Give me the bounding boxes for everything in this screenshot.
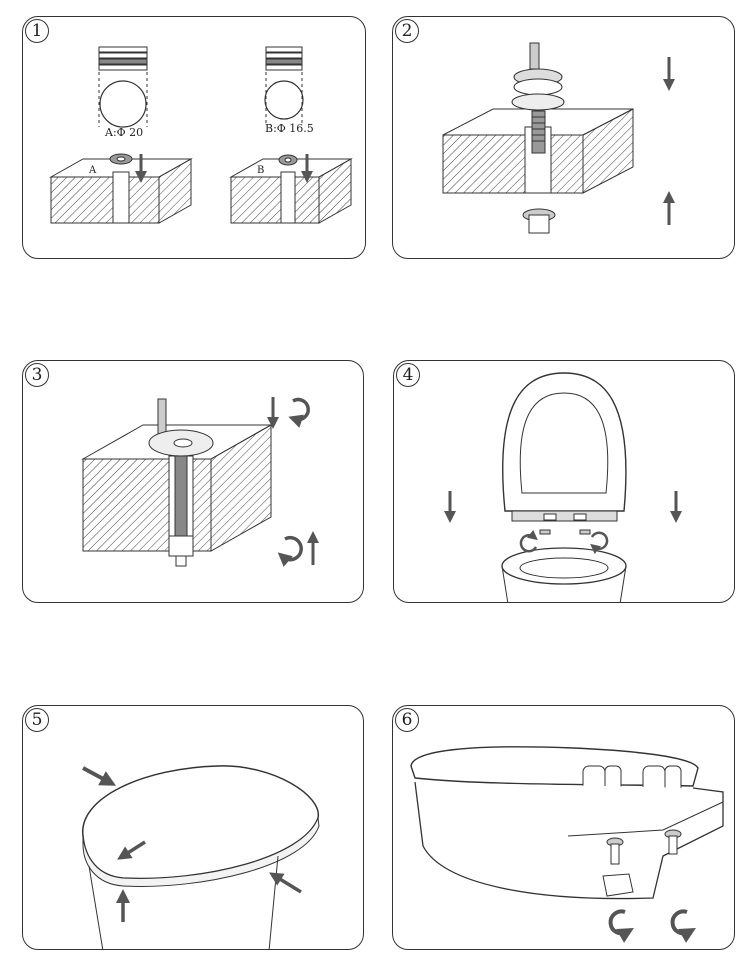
step-5-panel: 5 bbox=[22, 705, 364, 950]
hinge-bolt-icon bbox=[511, 42, 565, 154]
arrow-up-icon bbox=[269, 872, 302, 894]
toilet-bowl-icon bbox=[414, 781, 724, 900]
rotate-counterclockwise-icon bbox=[519, 529, 538, 553]
step-number: 1 bbox=[25, 19, 49, 43]
hinge-bolt-icon bbox=[148, 398, 214, 567]
step-number: 4 bbox=[396, 363, 420, 387]
option-b-label: B:Φ 16.5 bbox=[265, 122, 314, 135]
rotate-clockwise-icon bbox=[288, 397, 310, 428]
step-2-illustration bbox=[442, 42, 675, 234]
step-2-panel: 2 bbox=[392, 16, 735, 259]
option-a-label: A:Φ 20 bbox=[105, 126, 144, 139]
step-number: 3 bbox=[25, 363, 49, 387]
step-3-illustration bbox=[81, 397, 319, 567]
toilet-seat-icon bbox=[502, 372, 627, 522]
rotate-clockwise-icon bbox=[670, 909, 696, 943]
mounting-block-b bbox=[229, 154, 353, 224]
step-number: 6 bbox=[395, 708, 419, 732]
bottom-nut bbox=[522, 208, 556, 234]
arrow-down-icon bbox=[117, 840, 146, 860]
toilet-seat-icon bbox=[82, 765, 320, 887]
step-5-illustration bbox=[82, 765, 320, 949]
step-6-panel: 6 bbox=[392, 705, 735, 950]
step-4-panel: 4 bbox=[393, 360, 735, 603]
step-number: 5 bbox=[25, 708, 49, 732]
step-1-illustration bbox=[49, 46, 353, 224]
rotate-counterclockwise-icon bbox=[277, 535, 303, 567]
flange-b-icon bbox=[264, 46, 304, 123]
hinge-bolt-icon bbox=[602, 829, 682, 897]
flange-a-icon bbox=[98, 46, 148, 128]
step-1-panel: 1 bbox=[22, 16, 366, 259]
step-6-illustration bbox=[410, 746, 724, 943]
arrow-down-icon bbox=[82, 766, 117, 786]
block-a-letter: A bbox=[89, 165, 97, 176]
toilet-bowl-icon bbox=[88, 855, 279, 949]
mounting-block-a bbox=[49, 153, 193, 224]
step-number: 2 bbox=[395, 19, 419, 43]
toilet-bowl-icon bbox=[501, 529, 627, 602]
step-4-illustration bbox=[444, 372, 682, 602]
rotate-clockwise-icon bbox=[608, 909, 634, 943]
rotate-clockwise-icon bbox=[590, 531, 609, 555]
mounting-block bbox=[442, 108, 634, 194]
step-3-panel: 3 bbox=[22, 360, 364, 603]
block-b-letter: B bbox=[257, 165, 265, 176]
